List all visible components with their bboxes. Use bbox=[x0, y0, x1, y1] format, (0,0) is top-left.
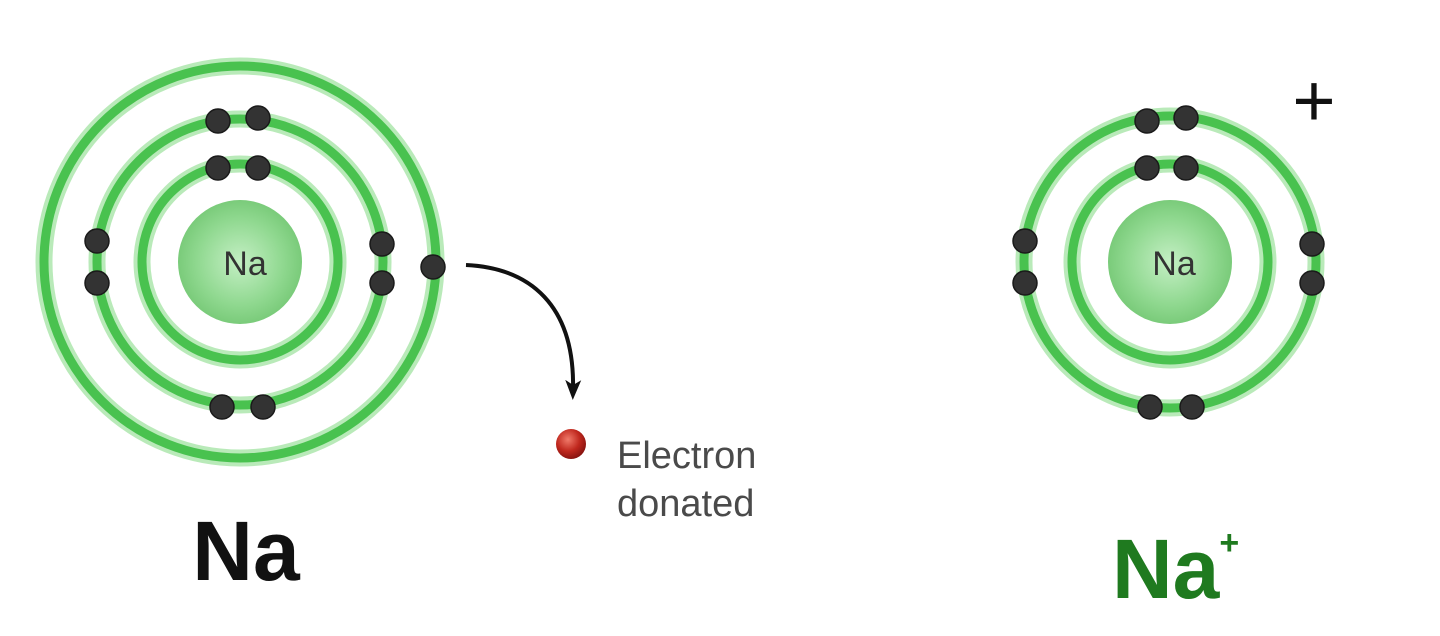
atom-electron bbox=[369, 270, 395, 296]
atom-electron bbox=[84, 228, 110, 254]
ion-electron bbox=[1134, 108, 1160, 134]
ion-label-superscript: + bbox=[1219, 524, 1239, 562]
ion-nucleus-symbol: Na bbox=[1152, 245, 1196, 283]
atom-valence-electron bbox=[420, 254, 446, 280]
ion-charge-mark: + bbox=[1292, 59, 1335, 142]
atom-electron bbox=[245, 155, 271, 181]
atom-shell-1 bbox=[137, 159, 343, 365]
donated-electron bbox=[556, 429, 586, 459]
ion-nucleus bbox=[1108, 200, 1232, 324]
donated-caption-line2: donated bbox=[617, 483, 754, 525]
ion-electron bbox=[1179, 394, 1205, 420]
atom-electron bbox=[369, 231, 395, 257]
atom-electron bbox=[209, 394, 235, 420]
ion-electron bbox=[1173, 155, 1199, 181]
sodium-atom: Na bbox=[35, 57, 446, 467]
atom-label: Na bbox=[192, 504, 301, 598]
ion-electron bbox=[1134, 155, 1160, 181]
ion-label: Na+ bbox=[1112, 522, 1239, 616]
atom-electron bbox=[205, 108, 231, 134]
ion-electron bbox=[1173, 105, 1199, 131]
atom-electron bbox=[250, 394, 276, 420]
donated-caption-line1: Electron bbox=[617, 435, 756, 477]
atom-electron bbox=[84, 270, 110, 296]
atom-shell-2 bbox=[92, 114, 388, 410]
donation-arrow bbox=[465, 263, 582, 400]
ion-electron bbox=[1012, 228, 1038, 254]
ion-shell-2 bbox=[1019, 111, 1321, 413]
ion-electron bbox=[1012, 270, 1038, 296]
ion-electron bbox=[1137, 394, 1163, 420]
ion-electron bbox=[1299, 231, 1325, 257]
ion-shell-1 bbox=[1067, 159, 1273, 365]
atom-nucleus-symbol: Na bbox=[223, 245, 267, 283]
atom-electron bbox=[245, 105, 271, 131]
atom-electron bbox=[205, 155, 231, 181]
atom-nucleus bbox=[178, 200, 302, 324]
ion-electron bbox=[1299, 270, 1325, 296]
ion-label-base: Na bbox=[1112, 522, 1221, 616]
sodium-ion: Na bbox=[1012, 105, 1325, 420]
